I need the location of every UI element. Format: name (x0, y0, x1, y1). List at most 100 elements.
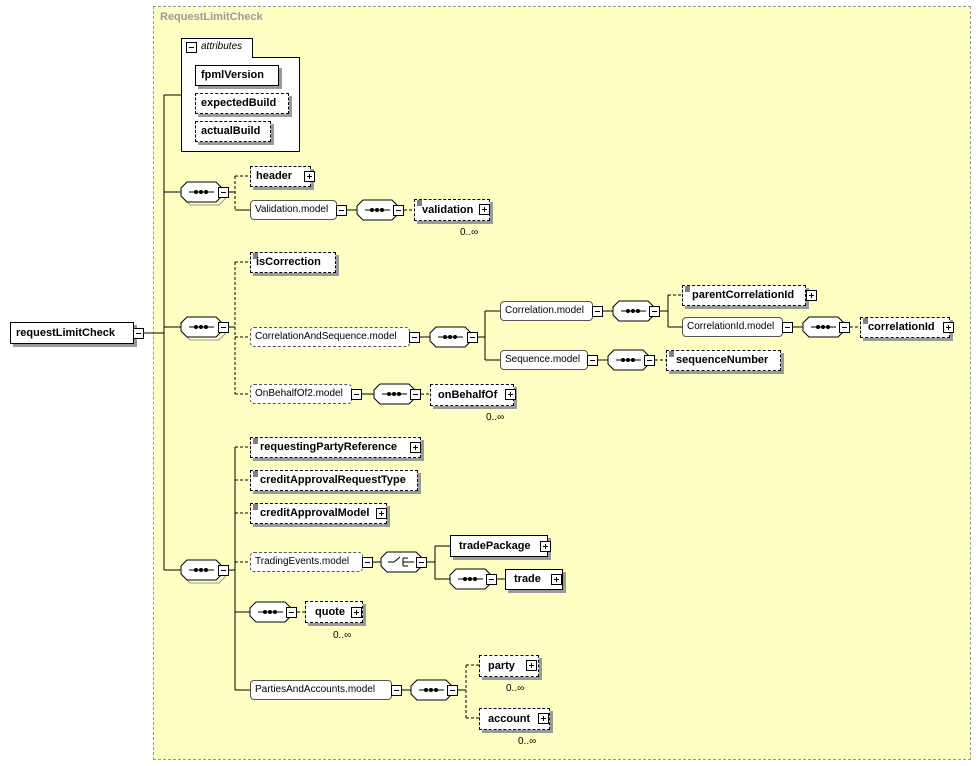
cardinality-account: 0..∞ (518, 736, 537, 747)
group-label: CorrelationAndSequence.model (255, 331, 397, 342)
group-label: Correlation.model (505, 305, 584, 316)
element-label: tradePackage (459, 540, 531, 552)
collapse-icon[interactable] (393, 205, 404, 216)
collapse-icon[interactable] (587, 355, 598, 366)
attributes-tab (181, 38, 253, 58)
collapse-icon[interactable] (486, 574, 497, 585)
element-label: creditApprovalRequestType (260, 474, 406, 486)
element-validation[interactable]: validation (414, 199, 490, 221)
group-label: Sequence.model (505, 354, 581, 365)
cardinality-validation: 0..∞ (460, 227, 479, 238)
collapse-icon[interactable] (592, 306, 603, 317)
group-correlation-and-sequence-model[interactable]: CorrelationAndSequence.model (250, 327, 410, 347)
collapse-icon[interactable] (286, 607, 297, 618)
attribute-actual-build[interactable]: actualBuild (195, 121, 271, 142)
collapse-icon[interactable] (218, 187, 229, 198)
expand-icon[interactable] (505, 389, 516, 400)
collapse-icon[interactable] (218, 565, 229, 576)
expand-icon[interactable] (538, 713, 549, 724)
collapse-icon[interactable] (351, 389, 362, 400)
element-sequence-number[interactable]: sequenceNumber (666, 350, 781, 371)
element-on-behalf-of[interactable]: onBehalfOf (430, 384, 514, 406)
element-party[interactable]: party (479, 655, 539, 677)
attribute-expected-build[interactable]: expectedBuild (195, 93, 289, 114)
expand-icon[interactable] (351, 607, 362, 618)
list-marker-icon (863, 318, 868, 324)
collapse-icon[interactable] (409, 332, 420, 343)
sequence-compositor-2 (180, 316, 226, 341)
element-trade[interactable]: trade (505, 569, 563, 590)
collapse-icon[interactable] (186, 42, 197, 53)
list-marker-icon (253, 471, 258, 477)
expand-icon[interactable] (551, 574, 562, 585)
cardinality-quote: 0..∞ (333, 630, 352, 641)
element-account[interactable]: account (479, 708, 550, 730)
element-header[interactable]: header (250, 166, 311, 187)
element-label: creditApprovalModel (260, 507, 370, 519)
expand-icon[interactable] (410, 442, 421, 453)
attribute-label: actualBuild (201, 125, 261, 137)
group-label: PartiesAndAccounts.model (255, 684, 376, 695)
container-title: RequestLimitCheck (160, 11, 263, 23)
group-sequence-model[interactable]: Sequence.model (500, 350, 588, 370)
collapse-icon[interactable] (218, 322, 229, 333)
collapse-icon[interactable] (782, 322, 793, 333)
element-label: correlationId (868, 321, 935, 333)
attribute-label: fpmlVersion (201, 69, 264, 81)
attributes-title: attributes (201, 41, 243, 52)
expand-icon[interactable] (376, 508, 387, 519)
collapse-icon[interactable] (839, 322, 850, 333)
element-quote[interactable]: quote (305, 601, 363, 623)
element-credit-approval-request-type[interactable]: creditApprovalRequestType (250, 470, 418, 491)
collapse-icon[interactable] (467, 332, 478, 343)
element-credit-approval-model[interactable]: creditApprovalModel (250, 503, 387, 524)
collapse-icon[interactable] (649, 306, 660, 317)
collapse-icon[interactable] (644, 355, 655, 366)
attribute-label: expectedBuild (201, 97, 277, 109)
cardinality-party: 0..∞ (506, 683, 525, 694)
element-label: sequenceNumber (676, 354, 769, 366)
collapse-icon[interactable] (410, 389, 421, 400)
list-marker-icon (253, 438, 258, 444)
expand-icon[interactable] (943, 322, 954, 333)
group-label: CorrelationId.model (687, 321, 775, 332)
collapse-icon[interactable] (362, 557, 373, 568)
collapse-icon[interactable] (133, 328, 144, 339)
collapse-icon[interactable] (391, 685, 402, 696)
expand-icon[interactable] (304, 171, 315, 182)
element-label: isCorrection (256, 256, 321, 268)
collapse-icon[interactable] (336, 205, 347, 216)
expand-icon[interactable] (479, 204, 490, 215)
expand-icon[interactable] (540, 541, 551, 552)
group-parties-and-accounts-model[interactable]: PartiesAndAccounts.model (250, 680, 392, 700)
element-parent-correlation-id[interactable]: parentCorrelationId (682, 285, 806, 306)
element-is-correction[interactable]: isCorrection (250, 252, 336, 273)
root-element[interactable]: requestLimitCheck (10, 322, 134, 344)
sequence-compositor-sequence (607, 349, 650, 371)
sequence-compositor-correlation-and-sequence (429, 326, 472, 348)
element-requesting-party-reference[interactable]: requestingPartyReference (250, 437, 421, 458)
element-label: trade (514, 573, 541, 585)
element-label: header (256, 170, 293, 182)
expand-icon[interactable] (806, 290, 817, 301)
list-marker-icon (685, 286, 690, 292)
sequence-compositor-parties-and-accounts (410, 679, 453, 701)
sequence-compositor-correlation-id (802, 316, 845, 338)
attribute-fpml-version[interactable]: fpmlVersion (195, 65, 279, 86)
element-label: onBehalfOf (438, 389, 498, 401)
element-trade-package[interactable]: tradePackage (450, 535, 548, 557)
collapse-icon[interactable] (416, 557, 427, 568)
sequence-compositor-validation (356, 199, 399, 221)
sequence-compositor-on-behalf-of (373, 383, 416, 405)
root-element-label: requestLimitCheck (16, 327, 116, 339)
collapse-icon[interactable] (447, 685, 458, 696)
sequence-compositor-1 (180, 181, 226, 206)
expand-icon[interactable] (526, 660, 537, 671)
element-label: quote (315, 606, 345, 618)
element-label: party (488, 660, 515, 672)
element-correlation-id[interactable]: correlationId (860, 317, 950, 338)
element-label: parentCorrelationId (692, 289, 795, 301)
